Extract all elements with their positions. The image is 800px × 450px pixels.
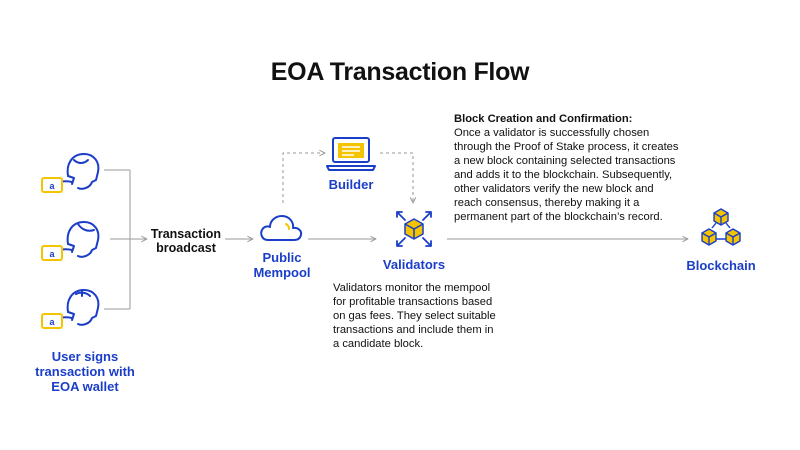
broadcast-label-line2: broadcast — [156, 241, 216, 255]
svg-text:a: a — [49, 317, 55, 327]
validators-note-line: on gas fees. They select suitable — [333, 310, 496, 322]
block-creation-line: through the Proof of Stake process, it c… — [454, 141, 679, 153]
mempool-label-line2: Mempool — [253, 265, 311, 280]
svg-text:a: a — [49, 181, 55, 191]
users-label: User signs transaction with EOA wallet — [35, 349, 135, 394]
cube-network-icon — [396, 211, 432, 247]
validators-note-line: for profitable transactions based — [333, 296, 493, 308]
builder-label: Builder — [328, 177, 374, 192]
block-creation-line: and adds it to the blockchain. Subsequen… — [454, 169, 673, 181]
cloud-icon — [260, 215, 303, 241]
validators-note: Validators monitor the mempool for profi… — [333, 281, 533, 351]
linked-cubes-icon — [701, 208, 741, 246]
laptop-icon — [326, 137, 376, 171]
dashed-mempool-to-builder — [282, 153, 325, 203]
broadcast-label-line1: Transaction — [150, 227, 222, 241]
block-creation-line: permanent part of the blockchain’s recor… — [454, 211, 663, 223]
mempool-label-line1: Public — [262, 250, 302, 265]
block-creation-line: a new block containing selected transact… — [454, 155, 676, 167]
validators-note-line: a candidate block. — [333, 338, 424, 350]
user-with-wallet-icon: a — [41, 289, 100, 329]
dashed-builder-to-validators — [380, 152, 413, 203]
block-creation-line: Once a validator is successfully chosen — [454, 127, 650, 139]
mempool-label: Public Mempool — [236, 250, 328, 280]
diagram-title: EOA Transaction Flow — [270, 58, 530, 86]
user-with-wallet-icon: a — [41, 153, 100, 193]
block-creation-line: reach consensus, thereby making it a — [454, 197, 640, 209]
block-creation-note: Block Creation and Confirmation: Once a … — [454, 112, 714, 224]
user-with-wallet-icon: a — [41, 221, 100, 261]
block-creation-heading: Block Creation and Confirmation: — [454, 113, 633, 125]
validators-note-line: Validators monitor the mempool — [333, 282, 491, 294]
validators-note-line: transactions and include them in — [333, 324, 494, 336]
svg-text:a: a — [49, 249, 55, 259]
broadcast-label: Transaction broadcast — [145, 227, 227, 255]
blockchain-label: Blockchain — [686, 258, 756, 273]
block-creation-line: other validators verify the new block an… — [454, 183, 654, 195]
validators-label: Validators — [382, 257, 446, 272]
